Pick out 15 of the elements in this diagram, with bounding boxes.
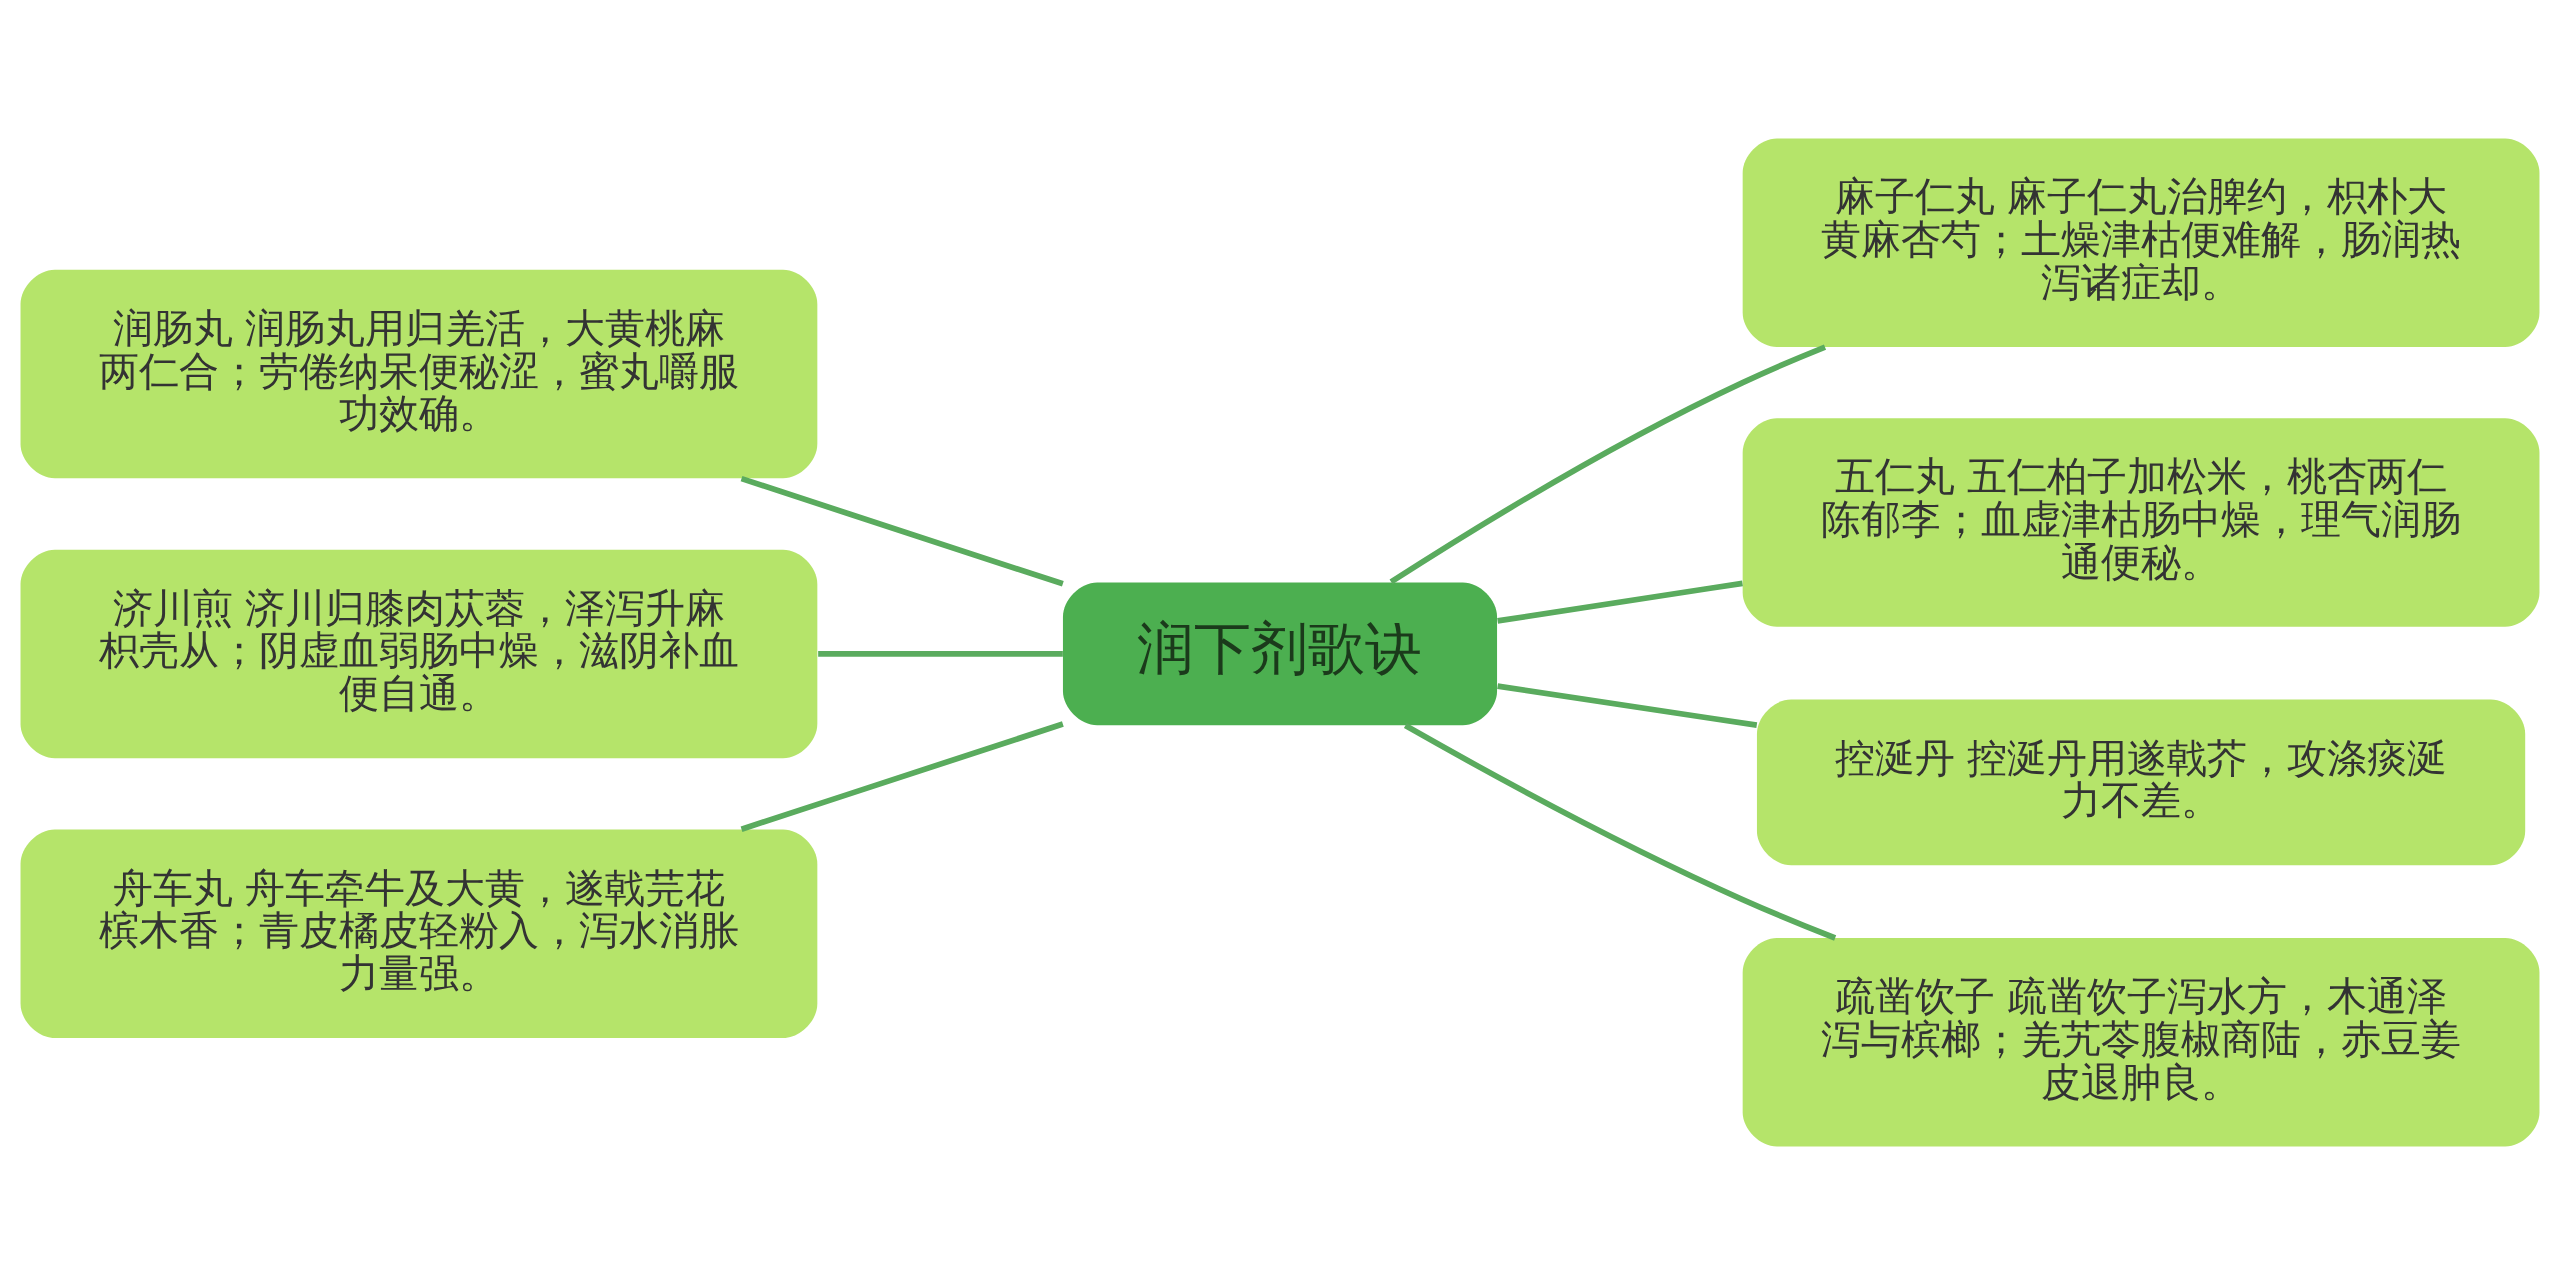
node-box: 控涎丹 控涎丹用遂戟芥，攻涤痰涎力不差。 [1756, 699, 2526, 866]
connector [818, 651, 1063, 657]
connector [1497, 580, 1743, 624]
connector [740, 475, 1064, 587]
connector [1403, 723, 1837, 941]
node-box: 济川煎 济川归膝肉苁蓉，泽泻升麻枳壳从；阴虚血弱肠中燥，滋阴补血便自通。 [20, 549, 818, 759]
node-box: 润肠丸 润肠丸用归羌活，大黄桃麻两仁合；劳倦纳呆便秘涩，蜜丸嚼服功效确。 [20, 269, 818, 479]
node-box: 麻子仁丸 麻子仁丸治脾约，枳朴大黄麻杏芍；土燥津枯便难解，肠润热泻诸症却。 [1742, 138, 2540, 347]
node-box: 疏凿饮子 疏凿饮子泻水方，木通泽泻与槟榔；羌艽苓腹椒商陆，赤豆姜皮退肿良。 [1742, 938, 2540, 1147]
node-box: 润下剂歌诀 [1062, 582, 1498, 726]
connector [1389, 344, 1827, 585]
connector [1497, 683, 1758, 728]
connector [740, 721, 1064, 832]
node-box: 五仁丸 五仁柏子加松米，桃杏两仁陈郁李；血虚津枯肠中燥，理气润肠通便秘。 [1742, 418, 2540, 627]
node-box: 舟车丸 舟车牵牛及大黄，遂戟芫花槟木香；青皮橘皮轻粉入，泻水消胀力量强。 [20, 829, 818, 1039]
